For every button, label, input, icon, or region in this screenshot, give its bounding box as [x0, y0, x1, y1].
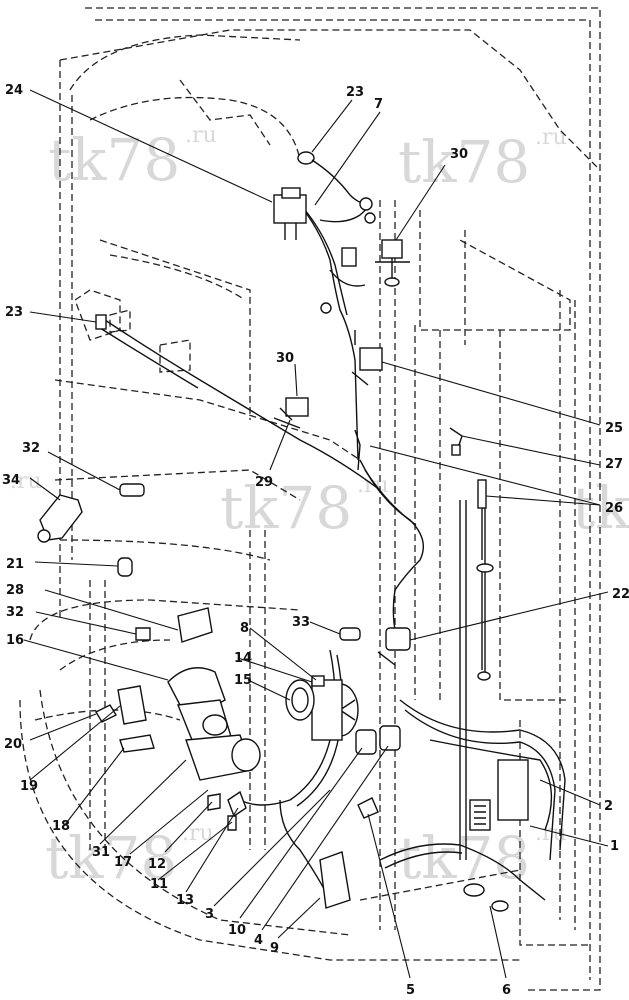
callout-20: 20 — [4, 737, 22, 752]
callout-13: 13 — [176, 893, 194, 908]
callout-14: 14 — [234, 651, 252, 666]
callout-12: 12 — [148, 857, 166, 872]
cap-4 — [379, 725, 401, 751]
plug-33 — [339, 627, 361, 641]
callout-22: 22 — [612, 587, 629, 602]
switch-5 — [357, 797, 379, 819]
callout-9: 9 — [270, 941, 279, 956]
watermark-suffix: .ru — [185, 123, 217, 148]
callout-28: 28 — [6, 583, 24, 598]
watermark-suffix: .ru — [182, 821, 214, 846]
housing-outline — [19, 7, 601, 991]
callout-5: 5 — [406, 983, 415, 998]
callout-27: 27 — [605, 457, 623, 472]
grommet — [359, 197, 373, 211]
watermark-group: tk78 .ru tk78 .ru tk78 .ru tk78 tk78 .ru… — [10, 123, 629, 892]
callout-32: 32 — [22, 441, 40, 456]
watermark-text: tk78 — [398, 824, 530, 892]
expansion-valve-mid — [285, 397, 309, 417]
callout-23: 23 — [5, 305, 23, 320]
callout-3: 3 — [205, 907, 214, 922]
watermark-suffix: .ru — [535, 125, 567, 150]
probe-26 — [477, 479, 487, 509]
callout-17: 17 — [114, 855, 132, 870]
callout-33: 33 — [292, 615, 310, 630]
watermark-suffix: .ru — [10, 469, 42, 494]
solenoid-valve-25 — [359, 347, 383, 371]
connector-18 — [119, 734, 155, 753]
callout-34: 34 — [2, 473, 20, 488]
cover-panel — [497, 759, 529, 821]
solenoid-valve — [273, 194, 307, 224]
callout-11: 11 — [150, 877, 168, 892]
grommet — [320, 302, 332, 314]
fitting-6 — [463, 883, 485, 897]
fan-housing — [311, 679, 343, 741]
callout-30: 30 — [276, 351, 294, 366]
terminal-board — [469, 799, 491, 831]
bracket-9 — [319, 851, 351, 909]
clip-20 — [95, 704, 117, 723]
control-box-28 — [177, 607, 213, 643]
callout-15: 15 — [234, 673, 252, 688]
wiring-harness — [99, 199, 566, 901]
relay — [341, 247, 357, 267]
expansion-valve-top — [381, 239, 403, 259]
callout-6: 6 — [502, 983, 511, 998]
sensor-27 — [451, 444, 461, 456]
fitting-end — [37, 529, 51, 543]
callout-23: 23 — [346, 85, 364, 100]
grommet — [364, 212, 376, 224]
bulb-21 — [117, 557, 133, 577]
callout-32: 32 — [6, 605, 24, 620]
callout-21: 21 — [6, 557, 24, 572]
clip — [477, 671, 491, 681]
callout-4: 4 — [254, 933, 263, 948]
callout-30: 30 — [450, 147, 468, 162]
callout-labels: 24 23 7 30 23 30 25 29 27 32 34 26 21 28… — [2, 83, 629, 998]
callout-2: 2 — [604, 799, 613, 814]
callout-31: 31 — [92, 845, 110, 860]
callout-1: 1 — [610, 839, 619, 854]
compressor-end — [231, 738, 261, 772]
plug-32 — [119, 483, 145, 497]
bracket-14 — [311, 675, 325, 687]
motor-end — [202, 714, 228, 736]
clip — [476, 563, 494, 573]
watermark-text: tk78 — [220, 474, 352, 542]
callout-26: 26 — [605, 501, 623, 516]
sensor-left — [95, 314, 107, 330]
plate-19 — [117, 685, 147, 725]
valve-cap — [384, 277, 400, 287]
leader-lines — [23, 89, 609, 979]
clamp-13 — [227, 790, 247, 818]
coil-inner — [291, 687, 309, 713]
watermark-text: tk78 — [45, 824, 177, 892]
valve-22 — [385, 627, 411, 651]
solenoid-cap — [281, 187, 301, 199]
callout-24: 24 — [5, 83, 23, 98]
callout-25: 25 — [605, 421, 623, 436]
callout-7: 7 — [374, 97, 383, 112]
callout-19: 19 — [20, 779, 38, 794]
cap-10 — [355, 729, 377, 755]
screw-12 — [207, 793, 221, 811]
callout-16: 16 — [6, 633, 24, 648]
callout-10: 10 — [228, 923, 246, 938]
callout-29: 29 — [255, 475, 273, 490]
bracket-32 — [135, 627, 151, 641]
sensor-top — [297, 151, 315, 165]
watermark-text: tk78 — [48, 126, 180, 194]
watermark-text: tk78 — [398, 128, 530, 196]
components — [37, 151, 529, 912]
callout-18: 18 — [52, 819, 70, 834]
callout-8: 8 — [240, 621, 249, 636]
fitting-6b — [491, 900, 509, 912]
